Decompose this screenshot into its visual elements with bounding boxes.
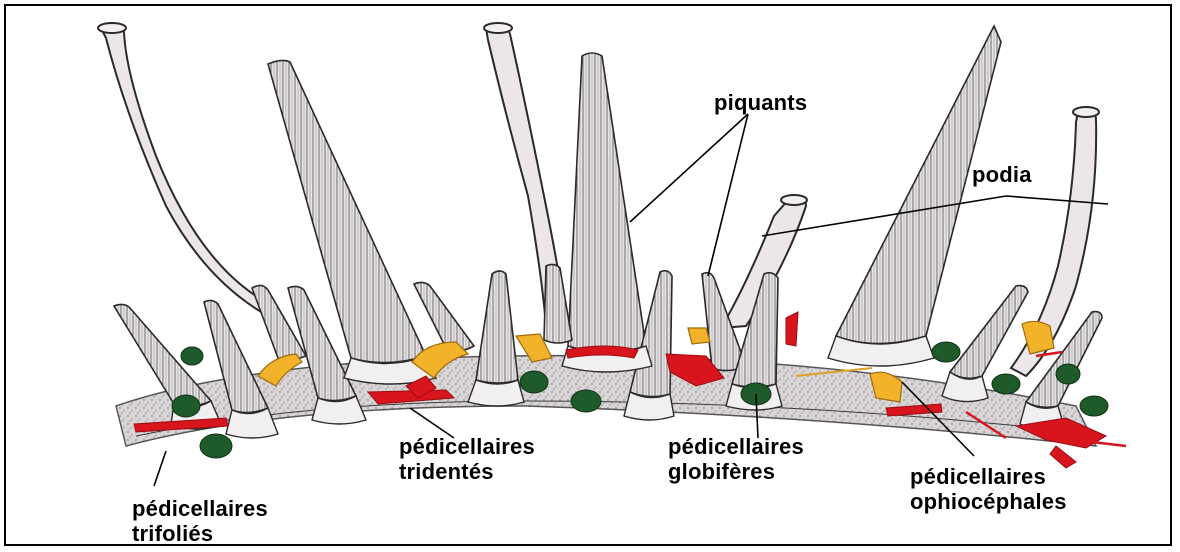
spine [544, 264, 572, 343]
spine [268, 60, 426, 362]
podium [100, 23, 268, 316]
label-trifolies-line2: trifoliés [132, 521, 268, 546]
label-ophiocephales: pédicellaires ophiocéphales [910, 464, 1067, 514]
label-tridentes-line2: tridentés [399, 459, 535, 484]
label-globiferes-line2: globifères [668, 459, 804, 484]
label-trifolies-line1: pédicellaires [132, 496, 268, 521]
label-piquants: piquants [714, 90, 807, 115]
label-globiferes-line1: pédicellaires [668, 434, 804, 459]
figure-frame: piquants podia pédicellaires tridentés p… [4, 4, 1172, 546]
spine [414, 282, 474, 350]
spine [568, 53, 646, 352]
label-podia: podia [972, 162, 1032, 187]
label-tridentes-line1: pédicellaires [399, 434, 535, 459]
label-tridentes: pédicellaires tridentés [399, 434, 535, 484]
label-trifolies: pédicellaires trifoliés [132, 496, 268, 546]
label-globiferes: pédicellaires globifères [668, 434, 804, 484]
spine [476, 271, 518, 383]
label-ophiocephales-line2: ophiocéphales [910, 489, 1067, 514]
label-ophiocephales-line1: pédicellaires [910, 464, 1067, 489]
